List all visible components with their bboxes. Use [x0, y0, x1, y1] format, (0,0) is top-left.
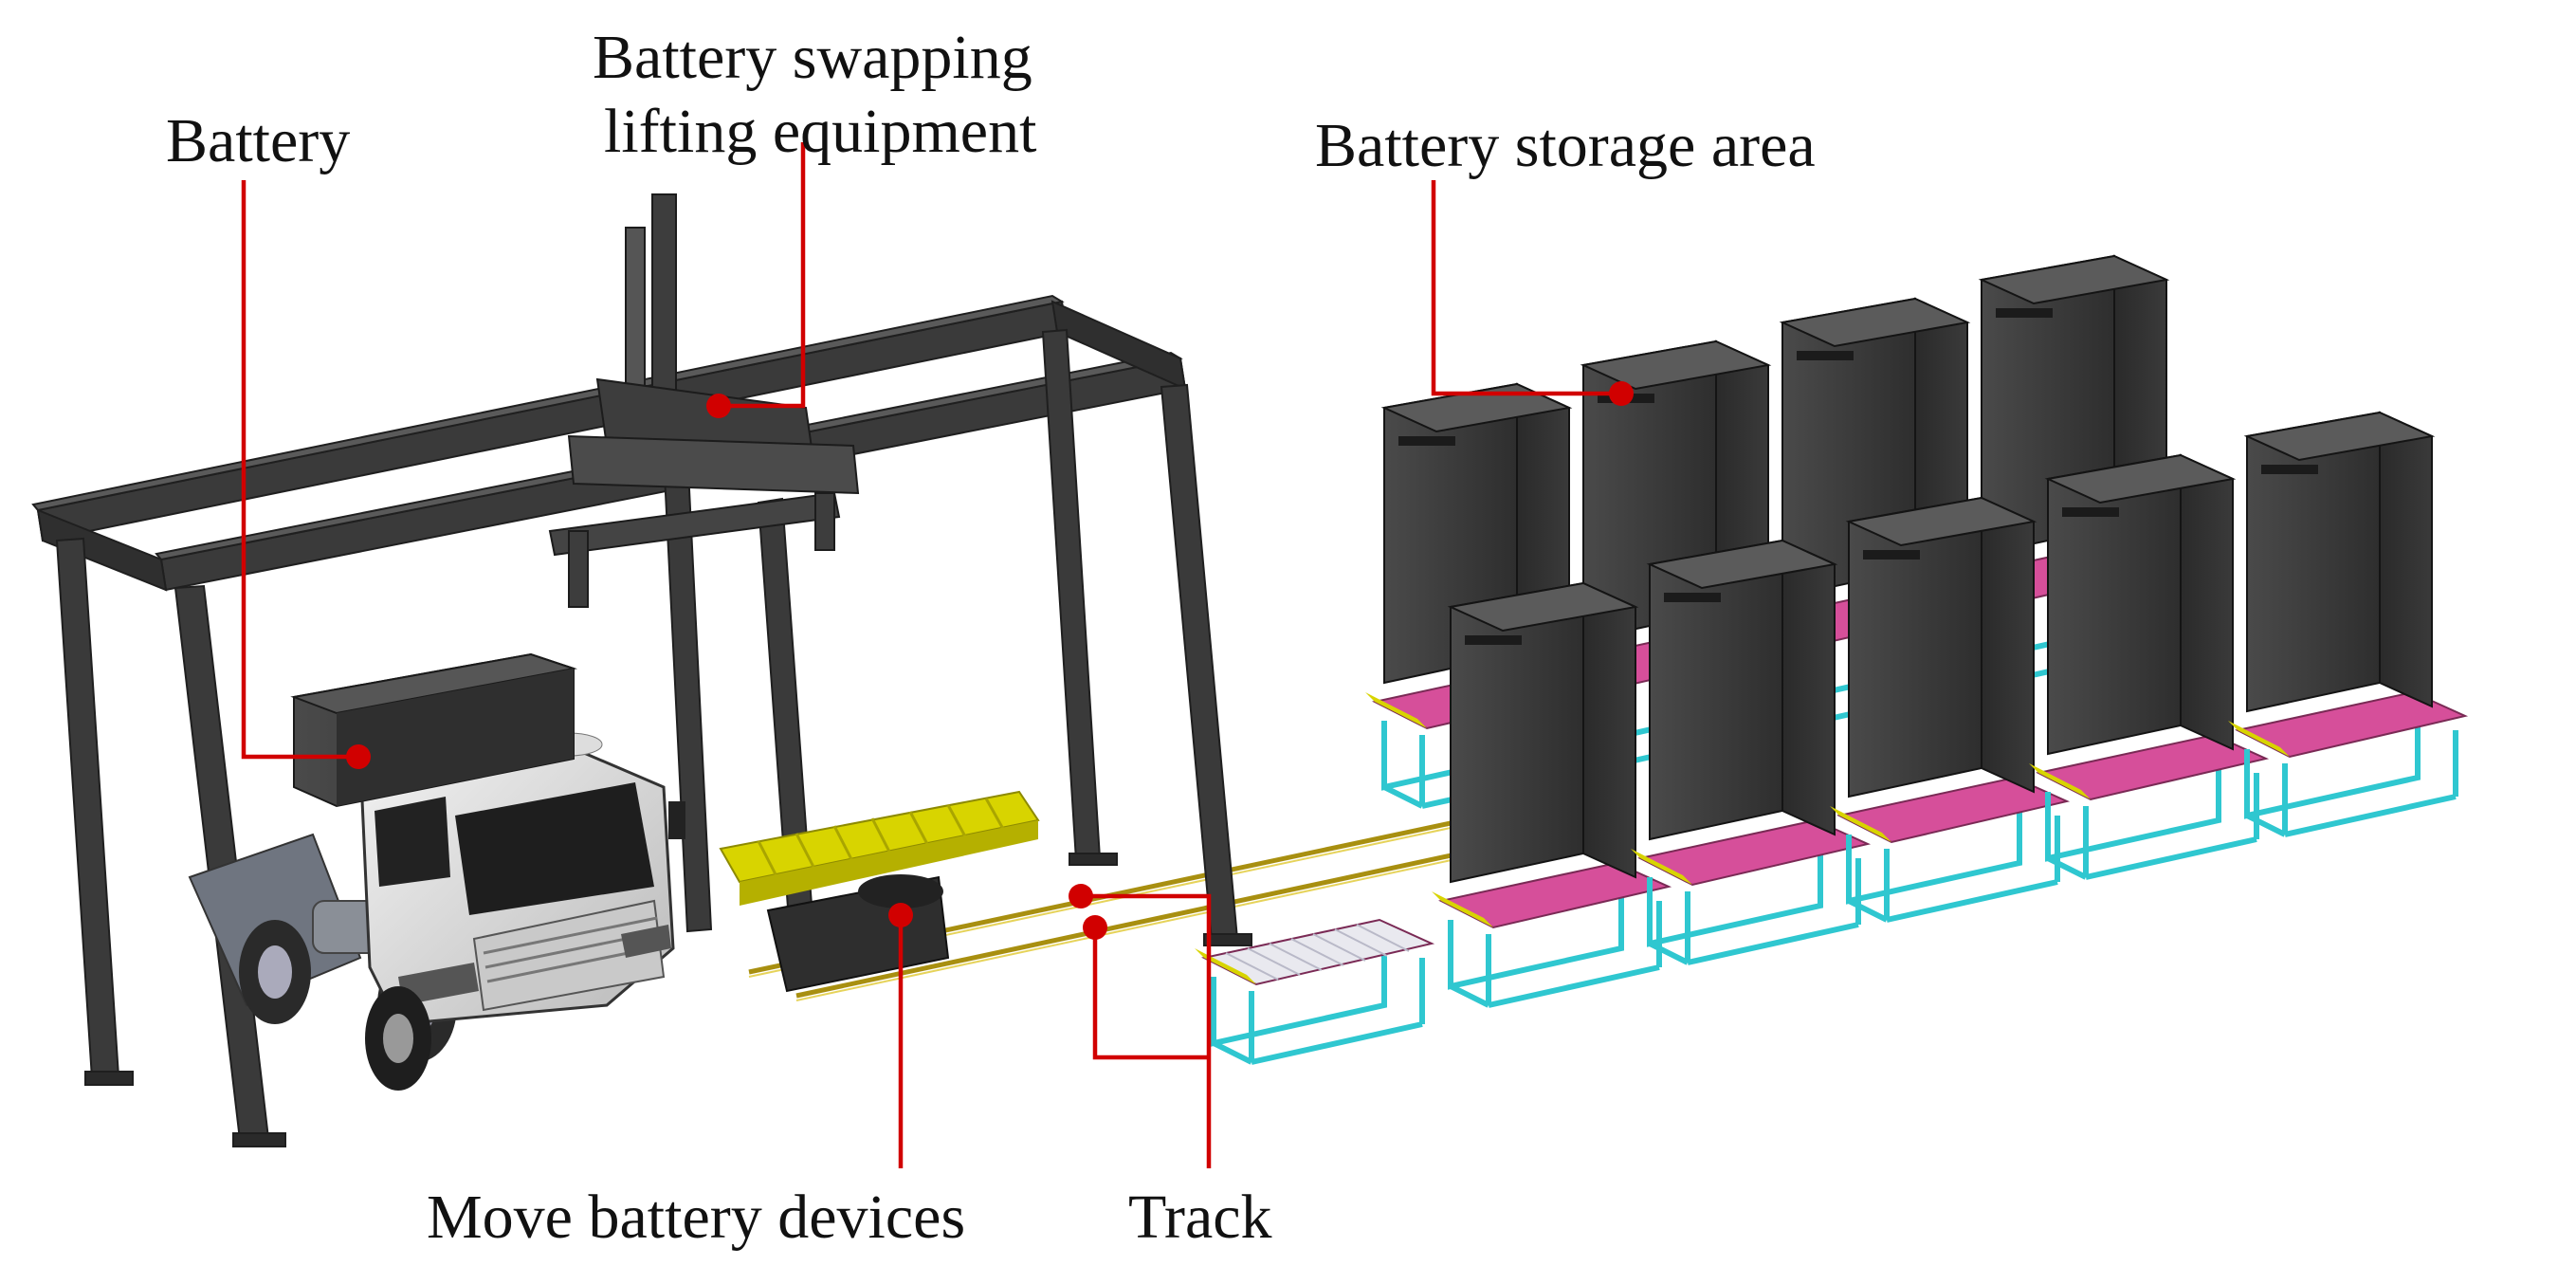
storage-unit [1830, 496, 2071, 923]
move-battery-device [719, 790, 1040, 993]
label-battery: Battery [166, 106, 350, 175]
callout-dot-lift [706, 394, 731, 418]
storage-unit [1432, 581, 1672, 1008]
callout-dot-storage [1609, 381, 1634, 406]
callout-line-storage [1431, 180, 1621, 396]
storage-unit [2228, 411, 2469, 837]
callout-dot-move [888, 903, 913, 927]
lifting-equipment [548, 193, 860, 608]
callout-line-battery [241, 180, 358, 760]
callout-line-track [1081, 893, 1212, 1168]
callout-line-track-2 [1092, 927, 1209, 1060]
storage-unit [2029, 453, 2270, 880]
truck [188, 728, 685, 1091]
label-lift-line1: Battery swapping [593, 23, 1032, 92]
callout-dot-battery [346, 744, 371, 769]
callout-line-lift [719, 142, 806, 409]
labels: Battery Battery swapping lifting equipme… [166, 23, 1816, 1252]
label-track: Track [1128, 1183, 1272, 1252]
truck-battery [290, 652, 577, 808]
label-lift-line2: lifting equipment [604, 97, 1036, 166]
storage-unit [1631, 539, 1872, 965]
callout-lines [241, 142, 1621, 1168]
callout-dot-track-1 [1069, 884, 1093, 908]
label-move: Move battery devices [427, 1183, 965, 1252]
callout-dots [346, 381, 1634, 940]
label-storage: Battery storage area [1315, 111, 1816, 180]
storage-unit [1195, 918, 1435, 1065]
battery-storage-area [1195, 254, 2469, 1065]
callout-dot-track-2 [1083, 915, 1107, 940]
